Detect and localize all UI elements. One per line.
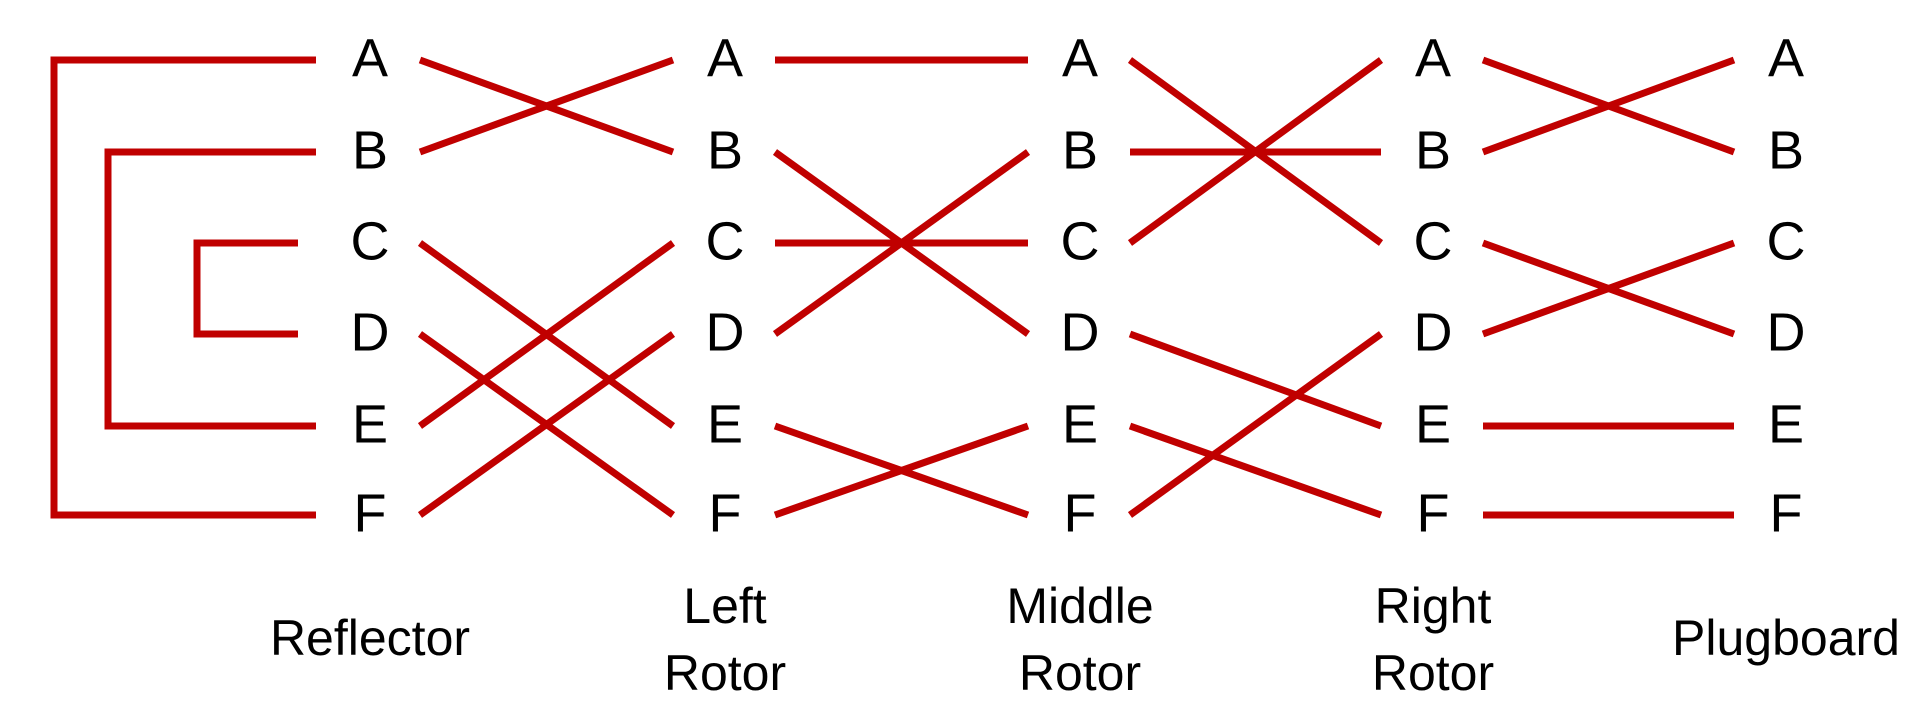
reflector-loop-a-f [50,56,316,519]
wire-middle-rotor-d-to-right-rotor-e [1128,330,1383,430]
wires-layer [50,56,1736,519]
left-rotor-letter-a: A [707,28,743,88]
middle-rotor-label-line-2: Rotor [1019,645,1141,701]
wire-middle-rotor-f-to-right-rotor-d [1127,331,1384,518]
left-rotor-letter-e: E [707,394,743,454]
right-rotor-letter-c: C [1414,211,1453,271]
middle-rotor-label-line-1: Middle [1006,578,1153,634]
plugboard-label: Plugboard [1672,610,1900,666]
left-rotor-label-line-2: Rotor [664,645,786,701]
plugboard-letter-a: A [1768,28,1804,88]
wire-middle-rotor-c-to-right-rotor-a [1127,57,1384,246]
right-rotor-label-line-1: Right [1375,578,1492,634]
left-rotor-letter-c: C [706,211,745,271]
reflector-loop-b-e [104,148,316,430]
wire-right-rotor-b-to-plugboard-a [1481,56,1736,156]
right-rotor-letter-f: F [1417,483,1450,543]
wire-right-rotor-d-to-plugboard-c [1481,239,1736,338]
right-rotor-label-line-2: Rotor [1372,645,1494,701]
wire-left-rotor-f-to-middle-rotor-e [773,422,1030,519]
reflector-loop-c-d [193,239,298,338]
reflector-letter-d: D [351,302,390,362]
right-rotor-letter-e: E [1415,394,1451,454]
reflector-letter-f: F [354,483,387,543]
wire-reflector-b-to-left-rotor-a [418,56,675,156]
middle-rotor-letter-e: E [1062,394,1098,454]
middle-rotor-letter-d: D [1061,302,1100,362]
plugboard-letter-d: D [1767,302,1806,362]
reflector-label: Reflector [270,610,470,666]
left-rotor-label-line-1: Left [683,578,767,634]
reflector-letter-b: B [352,120,388,180]
wire-reflector-f-to-left-rotor-d [417,331,676,518]
reflector-letter-e: E [352,394,388,454]
middle-rotor-letter-b: B [1062,120,1098,180]
right-rotor-letter-d: D [1414,302,1453,362]
middle-rotor-letter-c: C [1061,211,1100,271]
plugboard-letter-e: E [1768,394,1804,454]
plugboard-letter-b: B [1768,120,1804,180]
plugboard-letter-c: C [1767,211,1806,271]
wire-reflector-e-to-left-rotor-c [417,240,676,429]
right-rotor-letter-a: A [1415,28,1451,88]
wire-middle-rotor-e-to-right-rotor-f [1128,422,1383,519]
left-rotor-letter-d: D [706,302,745,362]
left-rotor-letter-f: F [709,483,742,543]
plugboard-letter-f: F [1770,483,1803,543]
middle-rotor-letter-a: A [1062,28,1098,88]
reflector-letter-a: A [352,28,388,88]
left-rotor-letter-b: B [707,120,743,180]
right-rotor-letter-b: B [1415,120,1451,180]
middle-rotor-letter-f: F [1064,483,1097,543]
wire-left-rotor-d-to-middle-rotor-b [772,149,1031,337]
reflector-letter-c: C [351,211,390,271]
